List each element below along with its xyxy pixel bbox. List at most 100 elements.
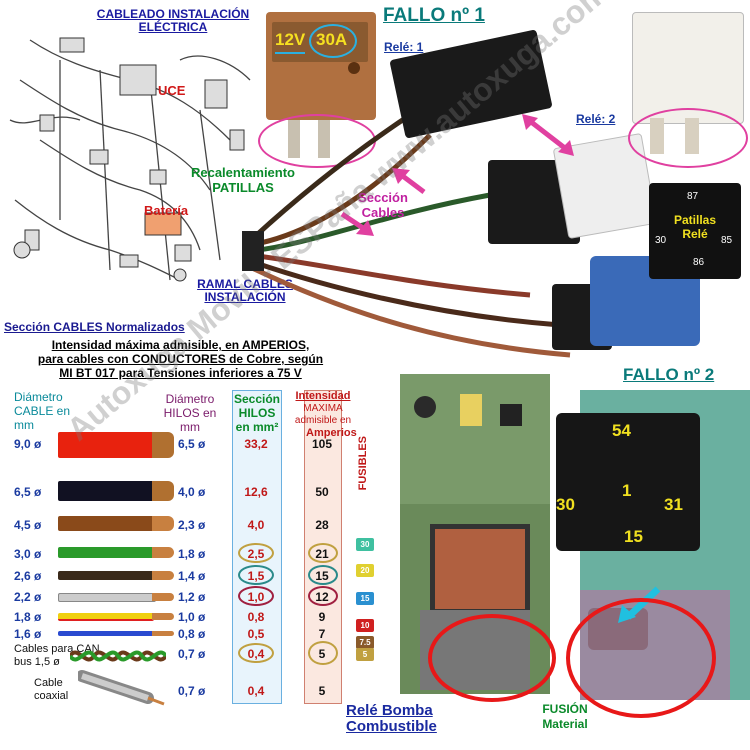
recalentamiento-label: Recalentamiento PATILLAS: [190, 165, 296, 195]
row-1-cable-swatch: [58, 481, 154, 501]
pin-15: 15: [624, 527, 643, 546]
fuse-15: 15: [356, 592, 374, 605]
row-2-amp: 28: [315, 518, 329, 532]
ramal-label: RAMAL CABLES INSTALACIÓN: [197, 277, 293, 304]
row-2-seccion: 4,0: [247, 518, 265, 532]
row-5-seccion: 1,0: [247, 590, 265, 604]
harness-drawing: [9, 37, 251, 282]
row-7-hilos: 0,8 ø: [178, 627, 206, 641]
pin-30: 30: [655, 235, 667, 246]
row-1-amp: 50: [315, 485, 329, 499]
row-2-hilos: 2,3 ø: [178, 518, 206, 532]
row-4-amp-ring: [308, 565, 338, 585]
row-5-cable-swatch: [58, 593, 156, 602]
header-seccion: Sección HILOS en mm²: [233, 392, 281, 434]
rele-bomba-label: Relé Bomba Combustible: [346, 702, 437, 735]
row-8-seccion-ring: [238, 643, 274, 663]
cableado-title: CABLEADO INSTALACIÓN ELÉCTRICA: [96, 7, 250, 34]
row-6-cable-swatch: [58, 613, 154, 621]
pin-30-big: 30: [556, 495, 575, 514]
pin-31: 31: [664, 495, 683, 514]
row-6-cable-core: [152, 613, 174, 620]
fuse-30: 30: [356, 538, 374, 551]
pin-54: 54: [612, 421, 631, 440]
patillas-rele-label: Patillas Relé: [673, 213, 717, 241]
relay-2-pins-ring: [628, 108, 748, 168]
coaxial-cable-icon: [78, 670, 165, 706]
arrow-seccion-icon: [392, 168, 426, 194]
row-8-amp-ring: [308, 641, 338, 665]
row-2-cable: 4,5 ø: [14, 518, 42, 532]
arrow-cables-icon: [340, 211, 374, 236]
row-8-seccion: 0,4: [247, 647, 265, 661]
pin-87: 87: [687, 191, 699, 202]
fuse-20: 20: [356, 564, 374, 577]
row-0-seccion: 33,2: [244, 437, 268, 451]
row-4-hilos: 1,4 ø: [178, 569, 206, 583]
row-8-hilos: 0,7 ø: [178, 647, 206, 661]
header-maxima: MAXIMA admisible en: [294, 403, 352, 426]
pin-1: 1: [622, 481, 632, 500]
row-3-amp: 21: [315, 547, 329, 561]
row-9-cable: Cable coaxial: [34, 677, 69, 702]
row-2-cable-core: [152, 516, 174, 531]
row-1-hilos: 4,0 ø: [178, 485, 206, 499]
row-0-amp: 105: [311, 437, 333, 451]
subtitle-line-2: para cables con CONDUCTORES de Cobre, se…: [37, 352, 324, 366]
pin-86: 86: [693, 257, 705, 268]
row-3-hilos: 1,8 ø: [178, 547, 206, 561]
row-5-amp: 12: [315, 590, 329, 604]
row-3-amp-ring: [308, 543, 338, 563]
row-0-cable: 9,0 ø: [14, 437, 42, 451]
patillas-rele-box: 87 30 85 86 Patillas Relé: [649, 183, 741, 279]
row-6-seccion: 0,8: [247, 610, 265, 624]
cable-bundle: [242, 112, 571, 358]
row-7-cable-core: [152, 631, 174, 636]
row-3-seccion-ring: [238, 543, 274, 563]
pin-85: 85: [721, 235, 733, 246]
fallo2-title: FALLO nº 2: [623, 365, 715, 384]
fusibles-label: FUSIBLES: [357, 436, 369, 491]
fusion-label: FUSIÓN Material: [542, 702, 588, 731]
row-0-hilos: 6,5 ø: [178, 437, 206, 451]
row-4-cable: 2,6 ø: [14, 569, 42, 583]
header-diam-hilos: Diámetro HILOS en mm: [163, 392, 217, 434]
row-6-hilos: 1,0 ø: [178, 610, 206, 624]
uce-label: UCE: [158, 83, 186, 98]
row-3-cable: 3,0 ø: [14, 547, 42, 561]
relay-2-body: [632, 12, 744, 124]
row-4-amp: 15: [315, 569, 329, 583]
row-0-cable-swatch: [58, 432, 154, 458]
row-3-seccion: 2,5: [247, 547, 265, 561]
fallo2-relay-face: 54 1 30 31 15: [556, 413, 700, 551]
row-4-cable-core: [152, 571, 174, 580]
header-amperios: Amperios: [306, 427, 357, 439]
row-4-cable-swatch: [58, 571, 154, 580]
header-intensidad: Intensidad: [295, 390, 351, 402]
rele1-label: Relé: 1: [384, 40, 424, 54]
relay-30a-ring: [309, 24, 357, 58]
relay-30a-label: 30A: [316, 30, 348, 49]
can-bus-twisted-cable: [70, 650, 166, 662]
relay-bomba-ring: [428, 614, 556, 702]
table-subtitle: Intensidad máxima admisible, en AMPERIOS…: [8, 338, 353, 380]
fusion-ring: [566, 598, 716, 718]
row-9-amp: 5: [318, 684, 326, 698]
row-7-seccion: 0,5: [247, 627, 265, 641]
subtitle-line-1: Intensidad máxima admisible, en AMPERIOS…: [51, 338, 310, 352]
fuse-7-5: 7.5: [356, 636, 374, 649]
row-7-cable-swatch: [58, 631, 154, 636]
rele2-label: Relé: 2: [576, 112, 616, 126]
row-1-seccion: 12,6: [244, 485, 268, 499]
row-5-cable-core: [152, 593, 174, 601]
relay-12v-label: 12V: [275, 30, 306, 49]
header-diam-cable: Diámetro CABLE en mm: [14, 390, 71, 432]
row-5-seccion-ring: [238, 586, 274, 606]
bateria-label: Batería: [144, 203, 189, 218]
row-0-cable-core: [152, 432, 174, 458]
row-9-hilos: 0,7 ø: [178, 684, 206, 698]
fallo1-title: FALLO nº 1: [383, 5, 485, 26]
row-8-amp: 5: [318, 647, 326, 661]
row-5-amp-ring: [308, 586, 338, 606]
fuse-10: 10: [356, 619, 374, 632]
